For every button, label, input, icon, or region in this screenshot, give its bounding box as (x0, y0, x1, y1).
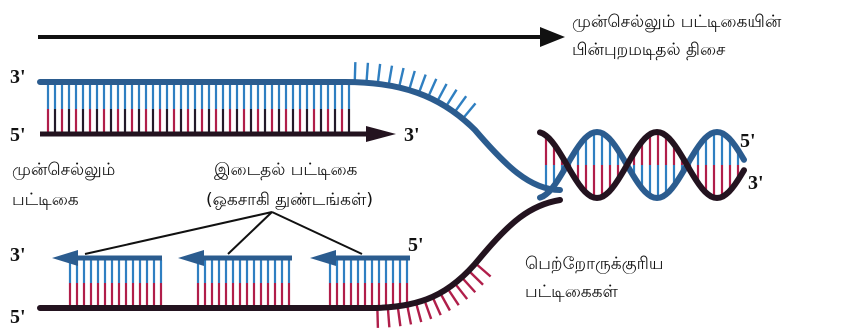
base-tick (469, 271, 483, 285)
base-tick (398, 306, 401, 326)
lagging-strand-label-line1: இடைதல் பட்டிகை (214, 158, 357, 182)
base-tick (437, 84, 446, 102)
end-label-leading-new-5prime: 5' (10, 124, 26, 146)
end-label-leading-new-3prime: 3' (404, 124, 420, 146)
base-tick (440, 293, 450, 311)
base-tick (409, 71, 415, 90)
end-label-lagging-template-5prime: 5' (10, 306, 26, 328)
end-label-helix-3prime: 3' (748, 172, 764, 194)
base-tick (455, 283, 467, 299)
lagging-strand-label-line2: (ஒகசாகி துண்டங்கள்) (206, 188, 373, 212)
leading-new-strand-arrowhead (366, 126, 396, 142)
base-tick (475, 263, 490, 276)
base-tick (463, 103, 476, 118)
base-tick (378, 64, 380, 84)
base-tick (424, 300, 431, 319)
leading-strand-label-line1: முன்செல்லும் (12, 158, 115, 182)
base-tick (399, 68, 404, 87)
leading-strand-base-pairs (48, 85, 349, 132)
leading-strand-label-line2: பட்டிகை (12, 188, 79, 212)
base-tick (446, 90, 457, 107)
okazaki-pointer-lines (85, 212, 362, 254)
base-tick (419, 75, 426, 94)
base-tick (428, 79, 436, 97)
fork-direction-label-line2: பின்புறமடிதல் திசை (572, 38, 725, 62)
base-tick (389, 66, 392, 86)
parental-strands-label-line1: பெற்றோருக்குரிய (525, 252, 663, 276)
okazaki-fragment-base-pairs (70, 260, 407, 305)
end-label-helix-5prime: 5' (740, 130, 756, 152)
base-tick (416, 303, 421, 322)
fork-direction-arrowhead (540, 27, 565, 47)
okazaki-fragment-1 (52, 250, 162, 266)
base-tick (462, 277, 475, 292)
base-tick (355, 62, 356, 82)
base-tick (407, 305, 411, 325)
base-tick (366, 63, 367, 83)
base-tick (454, 96, 466, 112)
parental-strands-label-line2: பட்டிகைகள் (525, 280, 618, 304)
base-tick (388, 307, 390, 327)
base-tick (377, 308, 378, 328)
fork-direction-label-line1: முன்செல்லும் பட்டிகையின் (572, 10, 781, 34)
end-label-leading-template-3prime: 3' (10, 66, 26, 88)
base-tick (448, 289, 459, 306)
end-label-lagging-new-3prime: 3' (10, 244, 26, 266)
end-label-okazaki-5prime: 5' (408, 234, 424, 256)
